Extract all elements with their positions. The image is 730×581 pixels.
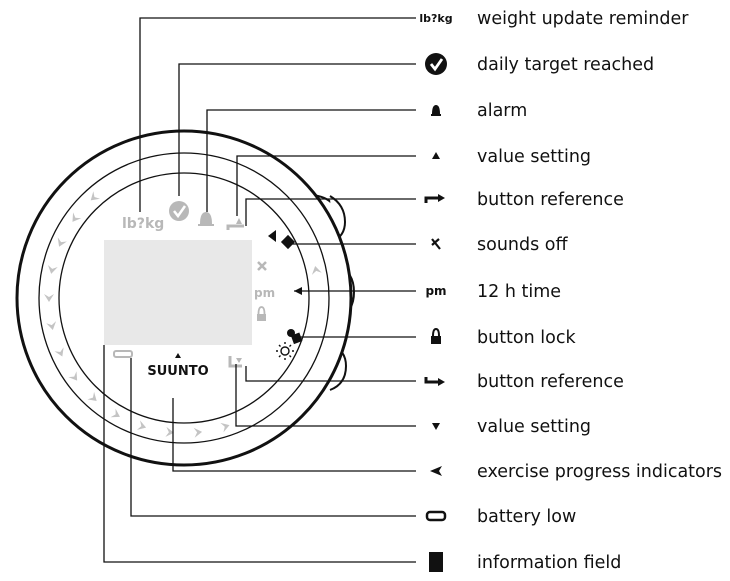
- exercise-progress-ring: [44, 191, 322, 438]
- progress-chevron: [193, 427, 203, 438]
- bell-icon: [431, 105, 441, 116]
- pm-symbol: pm: [254, 286, 275, 300]
- progress-chevron: [90, 191, 101, 201]
- legend-item: button reference: [424, 372, 624, 392]
- legend-label: value setting: [477, 417, 591, 437]
- triangle-down-icon: [432, 423, 440, 430]
- legend-label: button reference: [477, 372, 624, 392]
- lock-symbol: [257, 306, 266, 321]
- information-field: [104, 240, 252, 345]
- legend-label: button reference: [477, 190, 624, 210]
- rectangle-icon: [429, 552, 443, 572]
- progress-chevron: [87, 391, 97, 401]
- down-triangle-symbol: [236, 358, 242, 363]
- legend-item: alarm: [431, 101, 527, 121]
- legend-label: battery low: [477, 507, 576, 527]
- progress-chevron: [311, 265, 322, 275]
- up-triangle-symbol: [236, 218, 242, 224]
- legend-label: daily target reached: [477, 55, 654, 75]
- progress-chevron: [220, 422, 230, 433]
- legend-label: exercise progress indicators: [477, 462, 722, 482]
- legend-label: alarm: [477, 101, 527, 121]
- legend-item: information field: [429, 552, 621, 573]
- legend-item: value setting: [432, 417, 591, 437]
- light-symbol: [276, 342, 294, 360]
- active-symbols: SUUNTO: [147, 230, 303, 379]
- legend-item: sounds off: [431, 235, 569, 255]
- progress-chevron: [136, 420, 147, 430]
- progress-chevron: [165, 426, 174, 437]
- legend-item: exercise progress indicators: [430, 462, 722, 482]
- legend-item: lb?kg weight update reminder: [419, 9, 689, 29]
- pm-arrow-head: [294, 287, 302, 295]
- legend-item: button lock: [431, 327, 576, 348]
- legend-item: battery low: [425, 507, 576, 527]
- legend-label: weight update reminder: [477, 9, 689, 29]
- display-symbols: lb?kg pm: [113, 201, 275, 368]
- checkmark-symbol: [169, 201, 189, 221]
- legend-label: information field: [477, 553, 621, 573]
- progress-chevron: [72, 212, 82, 222]
- legend-item: daily target reached: [425, 53, 654, 75]
- weight-reminder-icon: lb?kg: [419, 12, 452, 25]
- progress-chevron: [68, 371, 78, 381]
- button-bracket-top: [226, 224, 244, 230]
- legend-item: value setting: [432, 147, 591, 167]
- button-bracket-bottom: [228, 356, 242, 368]
- legend-label: 12 h time: [477, 282, 561, 302]
- sound-off-icon: [431, 238, 441, 250]
- arrow-up-right-icon: [424, 194, 445, 203]
- leader-lines: [103, 17, 416, 563]
- legend-label: button lock: [477, 328, 576, 348]
- legend-item: button reference: [424, 190, 624, 210]
- lock-key-symbol: [287, 329, 303, 345]
- brand-up-triangle: [175, 353, 181, 358]
- bell-symbol: [198, 212, 214, 226]
- arrow-down-right-icon: [424, 377, 445, 386]
- progress-chevron: [44, 294, 54, 302]
- battery-symbol: [113, 350, 133, 358]
- sound-box-symbol: [280, 234, 296, 250]
- progress-chevron: [57, 237, 67, 247]
- legend-item: pm 12 h time: [425, 282, 561, 302]
- lock-icon: [431, 327, 441, 344]
- progress-chevron: [47, 264, 58, 274]
- progress-chevron: [46, 321, 57, 331]
- weight-symbol: lb?kg: [122, 216, 164, 232]
- progress-chevron: [110, 408, 120, 418]
- brand-logo: SUUNTO: [147, 364, 208, 379]
- triangle-up-icon: [432, 152, 440, 159]
- battery-low-icon: [425, 510, 447, 522]
- chevron-left-icon: [430, 466, 442, 476]
- sound-symbol: [257, 261, 267, 271]
- legend-label: value setting: [477, 147, 591, 167]
- progress-chevron: [54, 347, 64, 357]
- checkmark-circle-icon: [425, 53, 447, 75]
- svg-text:pm: pm: [425, 284, 446, 298]
- sound-arrow-symbol: [268, 230, 276, 242]
- legend-label: sounds off: [477, 235, 569, 255]
- pm-icon: pm: [425, 284, 446, 298]
- svg-text:lb?kg: lb?kg: [419, 12, 452, 25]
- legend: lb?kg weight update reminder daily target …: [419, 9, 722, 573]
